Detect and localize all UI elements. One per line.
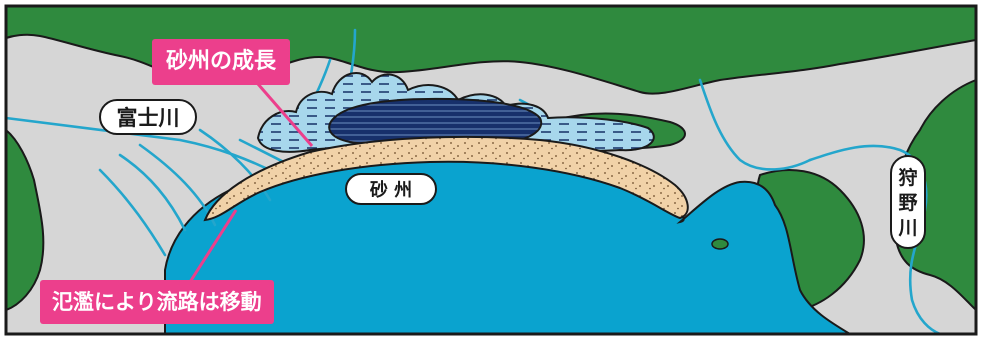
- sandbar: [203, 135, 689, 222]
- river-channel: [98, 168, 167, 257]
- callout-pointer: [256, 83, 314, 147]
- svg-text:砂 州: 砂 州: [370, 179, 412, 201]
- river-channel: [698, 78, 812, 171]
- callout-flood-channel: 氾濫により流路は移動: [40, 280, 274, 324]
- river-channel: [198, 128, 272, 202]
- river-network: [4, 28, 942, 336]
- svg-text:川: 川: [897, 217, 917, 239]
- river-channel: [4, 116, 282, 177]
- lagoon-core: [328, 97, 543, 148]
- svg-text:狩: 狩: [898, 166, 917, 189]
- label-kano-river: 狩 野 川: [890, 155, 926, 249]
- river-channel: [118, 153, 187, 232]
- islet: [711, 238, 729, 250]
- svg-text:野: 野: [898, 192, 917, 214]
- label-sandbar: 砂 州: [345, 173, 437, 205]
- callout-spit-growth: 砂州の成長: [152, 39, 291, 85]
- callout-pointer: [188, 209, 238, 283]
- svg-text:富士川: 富士川: [117, 106, 180, 130]
- land-upland-west: [5, 127, 45, 312]
- map-frame: [4, 4, 978, 336]
- label-fuji-river: 富士川: [99, 99, 197, 135]
